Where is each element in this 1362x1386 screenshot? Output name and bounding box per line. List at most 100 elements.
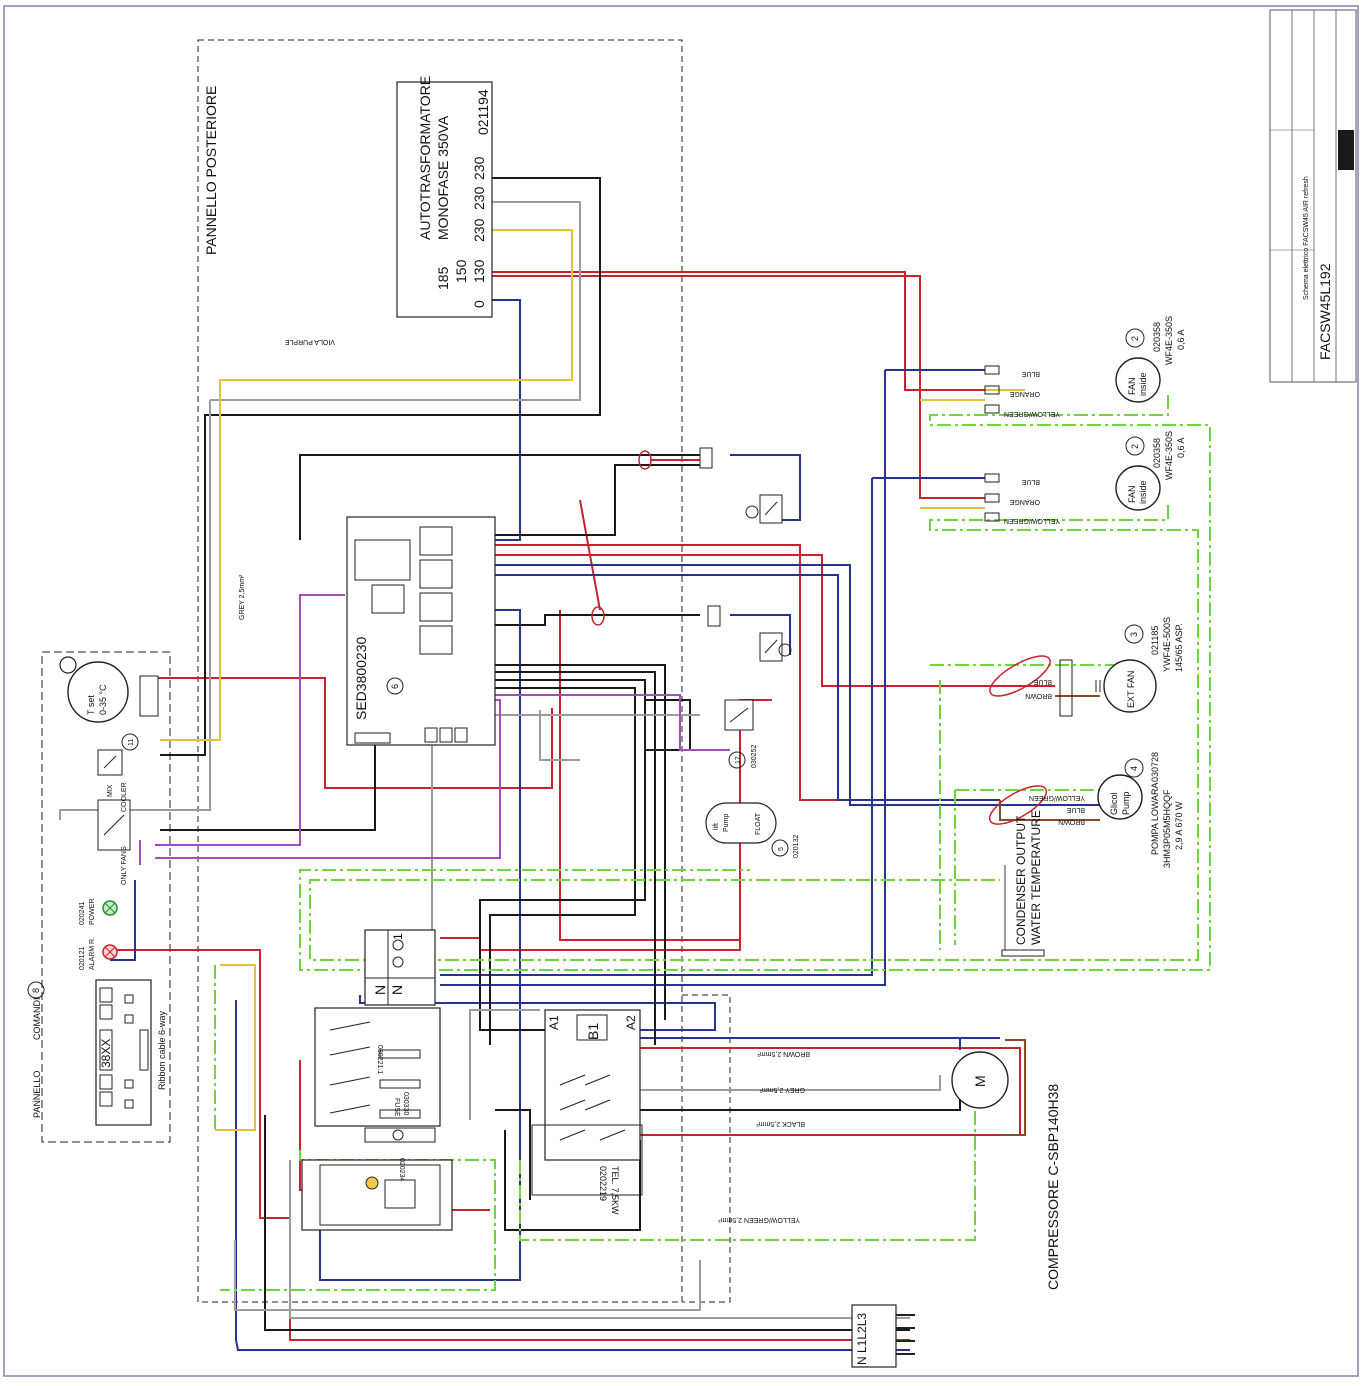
tap-230a: 230 <box>471 218 487 242</box>
extfan-model: YWF4E-500S <box>1162 617 1172 672</box>
lift-pump-label: lift <box>713 823 720 830</box>
fan1-ref: 2 <box>1130 336 1140 341</box>
sheet-border <box>3 5 1359 1377</box>
compressor-label: COMPRESSORE C-SBP140H38 <box>1045 1084 1061 1290</box>
extfan-ref: 3 <box>1129 632 1139 637</box>
extfan-name: EXT FAN <box>1126 671 1136 708</box>
power-led: 020241 POWER <box>79 899 118 925</box>
fan2-name: FAN <box>1127 485 1137 503</box>
power-led-code: 020241 <box>79 902 86 925</box>
relay-switch <box>97 749 123 776</box>
external-fan: EXT FAN 3 021185 YWF4E-500S 145/65 ASP. … <box>989 617 1184 717</box>
terminal-block: N N 1 <box>364 929 436 1006</box>
lift-pump-label2: Pump <box>723 814 730 832</box>
controller-label: SED3800230 <box>353 636 369 720</box>
main-breaker: 030221.1 FUSE 030330 <box>314 1007 441 1143</box>
fan2-wire-yg: YELLOW/GREEN <box>1004 517 1060 524</box>
pump-wire-yg: YELLOW/GREEN <box>1029 794 1085 801</box>
pump-name: Glicol <box>1109 792 1119 815</box>
wire-grey-label: GREY 2,5mm² <box>759 1086 805 1093</box>
extfan-wire-brown: BROWN <box>1025 692 1052 699</box>
control-panel-frame <box>41 651 171 1143</box>
comandi-label: COMANDI <box>32 998 42 1041</box>
glycol-pump: Glicol Pump 4 030728 POMPA LOWARA 3HM3P0… <box>988 752 1184 868</box>
grey-wire-label: GREY 2,5mm² <box>239 574 246 620</box>
extfan-wire-blue: BLUE <box>1033 678 1052 685</box>
condenser-probe: CONDENSER OUTPUT WATER TEMPERATURE <box>1001 810 1045 957</box>
aux-contactor: 0202219 TEL. 7,5KW <box>531 1124 643 1215</box>
fan-1: FAN inside 2 020358 WF4E-350S 0,6 A BLUE… <box>984 316 1186 417</box>
wire-brown-label: BROWN 2,5mm² <box>757 1050 810 1057</box>
terminal-1: 1 <box>391 933 405 940</box>
contactor: B1 A1 A2 <box>544 1009 641 1161</box>
title-block-desc: Schema elettrico FACSW45 AIR refresh <box>1303 176 1310 300</box>
fan-2: FAN inside 2 020358 WF4E-350S 0,6 A BLUE… <box>984 431 1186 524</box>
tset-range: 0-35 °C <box>98 684 108 715</box>
breaker-code: 030221.1 <box>376 1045 383 1074</box>
pump-wire-blue: BLUE <box>1066 806 1085 813</box>
condenser-label-1: CONDENSER OUTPUT <box>1014 815 1028 945</box>
pump-wire-brown: BROWN <box>1058 818 1085 825</box>
terminal-n2: N <box>372 985 388 995</box>
pressure-switch-low <box>591 605 792 662</box>
hps-ref: 17 <box>735 756 742 764</box>
title-block: FACSW45L192 Schema elettrico FACSW45 AIR… <box>1269 9 1357 383</box>
pump-sub: Pump <box>1121 791 1131 815</box>
fuse-label: FUSE <box>393 1098 400 1117</box>
power-led-label: POWER <box>89 899 96 925</box>
compressor-m: M <box>972 1075 988 1087</box>
fan1-current: 0,6 A <box>1176 329 1186 350</box>
tap-185: 185 <box>435 266 451 290</box>
contactor-label: B1 <box>585 1023 601 1040</box>
contactor-a2: A2 <box>624 1015 638 1030</box>
fuse-code: 030330 <box>402 1092 409 1115</box>
float-label: FLOAT <box>755 812 762 835</box>
tap-150: 150 <box>453 259 469 283</box>
fan1-code: 020358 <box>1152 322 1162 352</box>
autotransformer-title: AUTOTRASFORMATORE <box>417 76 433 240</box>
fan1-wire-yg: YELLOW/GREEN <box>1004 410 1060 417</box>
display-module: 38XX Ribbon cable 6-way <box>95 979 167 1126</box>
fan2-wire-orange: ORANGE <box>1009 498 1040 505</box>
fan2-current: 0,6 A <box>1176 437 1186 458</box>
wire-black-label: BLACK 2,5mm² <box>756 1120 805 1127</box>
tap-130: 130 <box>471 259 487 283</box>
tset-ref: 11 <box>128 739 135 746</box>
contactor-code: 0202219 <box>598 1166 608 1201</box>
ribbon-cable-label: Ribbon cable 6-way <box>157 1010 167 1090</box>
controller-ref: 6 <box>390 684 400 689</box>
tap-230b: 230 <box>471 186 487 210</box>
fan1-model: WF4E-350S <box>1164 316 1174 365</box>
comandi-ref: 8 <box>31 988 41 993</box>
fan2-model: WF4E-350S <box>1164 431 1174 480</box>
autotransformer: AUTOTRASFORMATORE MONOFASE 350VA 021194 … <box>396 76 493 318</box>
pump-ref: 4 <box>1129 766 1139 771</box>
alarm-led-label: ALARM R. <box>89 937 96 970</box>
hps-relay: 17 030252 <box>724 699 758 769</box>
autotransformer-code: 021194 <box>475 89 491 135</box>
condenser-label-2: WATER TEMPERATURE <box>1029 810 1043 945</box>
controller-board: SED3800230 6 <box>346 516 496 746</box>
tset-label: T set <box>86 695 96 715</box>
fan2-sub: inside <box>1138 480 1148 504</box>
switch-cooler: COOLER <box>121 782 128 812</box>
thermostat: T set 0-35 °C 11 <box>59 656 159 751</box>
mode-selector-switch: MIX COOLER ONLY FANS <box>97 782 131 885</box>
extfan-code: 021185 <box>1150 626 1160 655</box>
lift-pump-float: lift Pump FLOAT 5 020132 <box>705 802 800 858</box>
fan1-wire-blue: BLUE <box>1021 370 1040 377</box>
mains-label: N L1L2L3 <box>855 1313 869 1365</box>
pump-line3: 2,9 A 670 W <box>1174 801 1184 850</box>
fan2-ref: 2 <box>1130 444 1140 449</box>
rear-panel-label: PANNELLO POSTERIORE <box>203 86 219 255</box>
fan1-name: FAN <box>1127 377 1137 395</box>
extfan-spec: 145/65 ASP. <box>1174 623 1184 672</box>
viola-purple-label: VIOLA PURPLE <box>284 338 335 345</box>
alarm-led: 020121 ALARM R. <box>79 937 118 970</box>
fan2-code: 020358 <box>1152 438 1162 468</box>
mains-connector: N L1L2L3 <box>851 1304 915 1368</box>
float-code: 020132 <box>793 835 800 858</box>
pannello-label: PANNELLO <box>32 1071 42 1118</box>
